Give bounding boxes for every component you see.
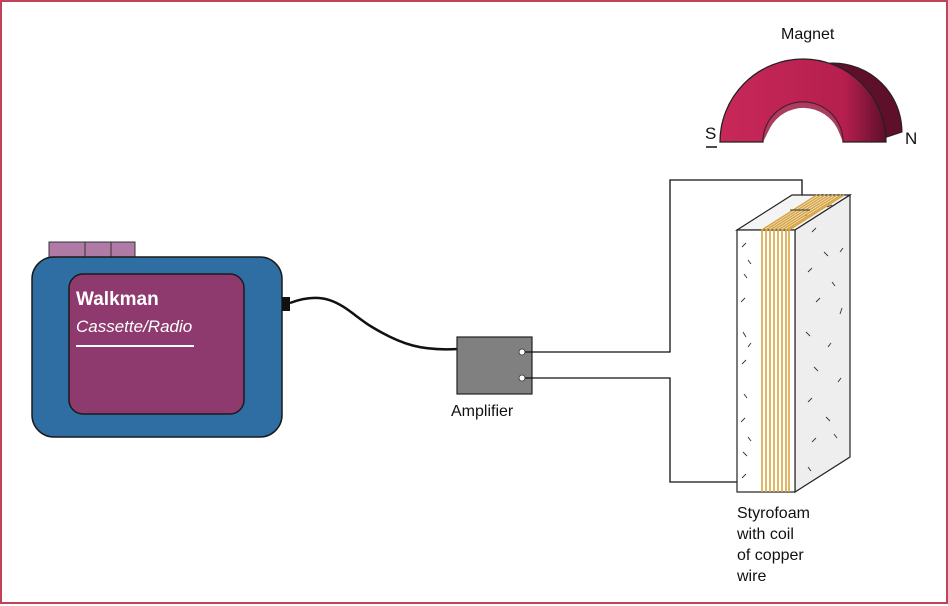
walkman-panel — [68, 273, 245, 415]
magnet-inner-shade — [763, 102, 843, 142]
magnet-pole-s: S — [705, 124, 716, 143]
amplifier-terminal-top — [518, 348, 526, 356]
styrofoam-coil-block — [734, 193, 853, 494]
coil-label-line-4: wire — [736, 568, 766, 585]
wire-bottom — [525, 377, 737, 483]
horseshoe-magnet — [719, 58, 903, 143]
coil-label: Styrofoam with coil of copper wire — [736, 505, 814, 585]
walkman-subtitle: Cassette/Radio — [76, 317, 192, 336]
walkman-title: Walkman — [76, 289, 159, 310]
amplifier-box — [456, 336, 533, 395]
amplifier-label: Amplifier — [451, 403, 514, 420]
wire-top — [525, 179, 803, 353]
styrofoam-texture — [740, 204, 844, 479]
magnet-label: Magnet — [781, 26, 835, 43]
coil-label-line-2: with coil — [736, 526, 794, 543]
magnet-pole-n: N — [905, 129, 917, 148]
walkman-device: Walkman Cassette/Radio — [31, 241, 290, 438]
audio-cable — [289, 296, 459, 351]
copper-coil — [761, 194, 845, 492]
amplifier-terminal-bottom — [518, 374, 526, 382]
coil-label-line-3: of copper — [737, 547, 804, 564]
amplifier-body — [456, 336, 533, 395]
walkman-jack — [282, 297, 290, 311]
coil-label-line-1: Styrofoam — [737, 505, 810, 522]
block-side-face — [794, 193, 851, 494]
